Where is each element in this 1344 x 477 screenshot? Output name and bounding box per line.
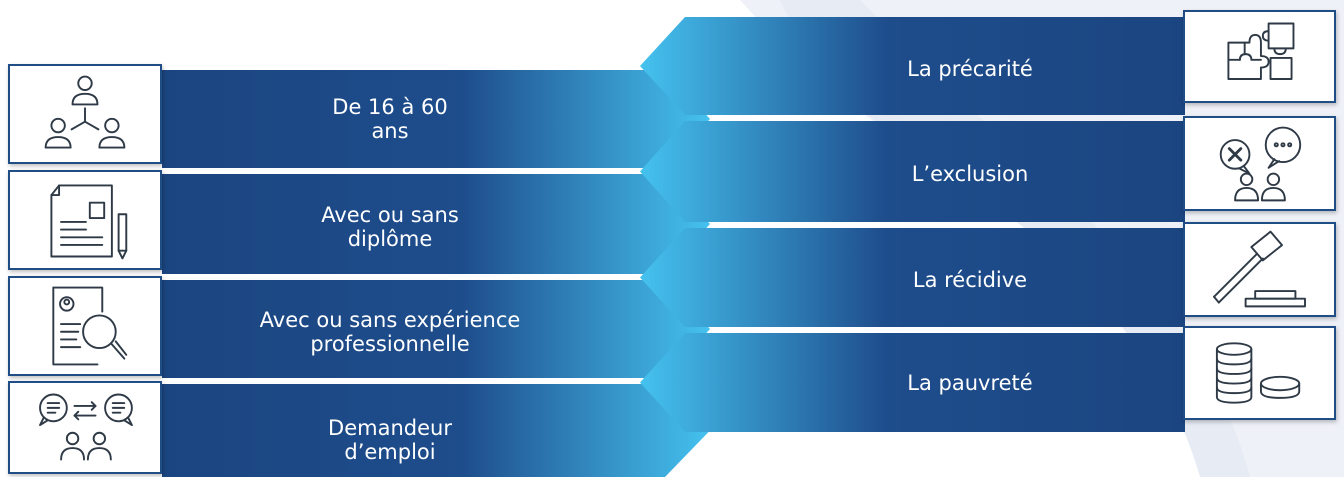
right-label-1: La précarité — [907, 57, 1033, 81]
right-label-3: La récidive — [912, 268, 1028, 292]
people-network-icon — [44, 75, 126, 149]
right-label-2: L’exclusion — [911, 162, 1029, 186]
left-label-2: Avec ou sans diplôme — [321, 203, 459, 251]
right-band-1 — [640, 17, 1185, 115]
left-band-1 — [162, 70, 710, 168]
right-band-4 — [640, 333, 1185, 432]
left-icon-box-2 — [8, 170, 162, 270]
right-band-2 — [640, 121, 1185, 222]
left-band-2 — [162, 174, 710, 274]
excluded-chat-icon — [1219, 126, 1302, 202]
puzzle-icon — [1227, 22, 1295, 80]
left-icon-box-3 — [8, 276, 162, 376]
right-band-3 — [640, 228, 1185, 327]
left-band-3 — [162, 280, 710, 378]
right-icon-box-2 — [1183, 116, 1336, 211]
gavel-icon — [1213, 230, 1306, 308]
left-icon-box-4 — [8, 381, 162, 474]
right-label-4: La pauvreté — [907, 371, 1033, 395]
resume-magnifier-icon — [52, 286, 128, 366]
document-pencil-icon — [50, 184, 128, 260]
right-icon-box-3 — [1183, 222, 1336, 317]
left-label-4: Demandeur d’emploi — [328, 416, 452, 464]
right-icon-box-1 — [1183, 10, 1336, 103]
left-band-4 — [162, 384, 710, 477]
conversation-exchange-icon — [39, 393, 133, 461]
left-label-3: Avec ou sans expérience professionnelle — [259, 308, 521, 356]
coins-icon — [1215, 342, 1301, 404]
left-icon-box-1 — [8, 64, 162, 164]
right-icon-box-4 — [1183, 326, 1336, 420]
left-label-1: De 16 à 60 ans — [332, 95, 448, 143]
